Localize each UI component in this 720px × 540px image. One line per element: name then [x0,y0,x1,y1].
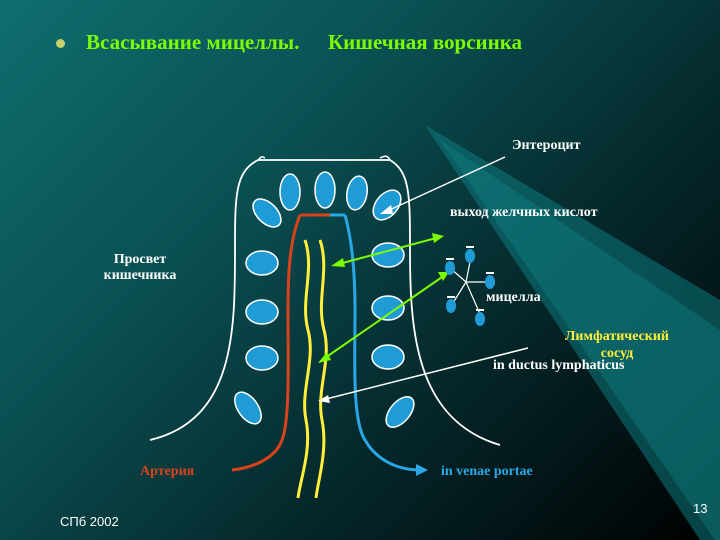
lymph-vessel-left [296,239,312,499]
cell [314,171,336,209]
label-lymph-vessel-line2: сосуд [600,346,634,361]
cell [234,391,262,425]
cell [245,250,279,276]
bile-acid-arrowhead-right [432,233,444,243]
ductus-pointer [321,347,529,401]
cell [372,189,402,221]
vein-arrowhead [416,464,428,476]
label-lumen-line1: Просвет [113,252,167,267]
micelle-icon [445,246,495,326]
enterocyte-pointer-head [380,205,393,214]
label-micelle: мицелла [486,290,541,305]
label-enterocyte: Энтероцит [512,138,581,153]
label-lumen: Просвет кишечника [92,252,188,284]
micelle-arrowhead-right [438,272,449,281]
cell [371,295,405,321]
cell [279,173,301,211]
micelle-arrow [321,274,446,361]
cell [245,299,279,325]
enterocyte-pointer [384,156,506,213]
lymph-vessel-right [314,239,328,499]
villus-cap [257,155,391,161]
artery-vessel [231,214,302,472]
title-part-1: Всасывание мицеллы. [86,30,300,54]
cell [371,344,405,370]
label-bile-acids-exit: выход желчных кислот [450,205,598,220]
ductus-pointer-head [318,395,330,403]
bile-acid-arrow [334,236,441,266]
label-venae-portae: in venae portae [441,464,533,479]
page-number: 13 [693,501,708,516]
micelle-arrowhead-left [318,352,331,363]
enterocyte-cells [234,171,415,428]
label-artery: Артерия [140,464,195,479]
villus-outline [149,159,501,446]
label-lymph-vessel-line1: Лимфатический [565,329,669,344]
cell [245,345,279,371]
bile-acid-arrowhead-left [331,258,345,267]
label-ductus: in ductus lymphaticus [493,358,625,373]
slide-title: Всасывание мицеллы. Кишечная ворсинка [86,30,522,55]
cell [252,198,282,228]
label-lymph-vessel: Лимфатический сосуд [552,328,682,362]
cell [385,396,415,428]
vein-vessel [343,214,421,472]
cell [345,175,369,211]
cell [371,242,405,268]
title-bullet [56,39,65,48]
title-part-2: Кишечная ворсинка [327,30,523,54]
label-lumen-line2: кишечника [103,268,177,283]
footer-left: СПб 2002 [60,514,119,529]
